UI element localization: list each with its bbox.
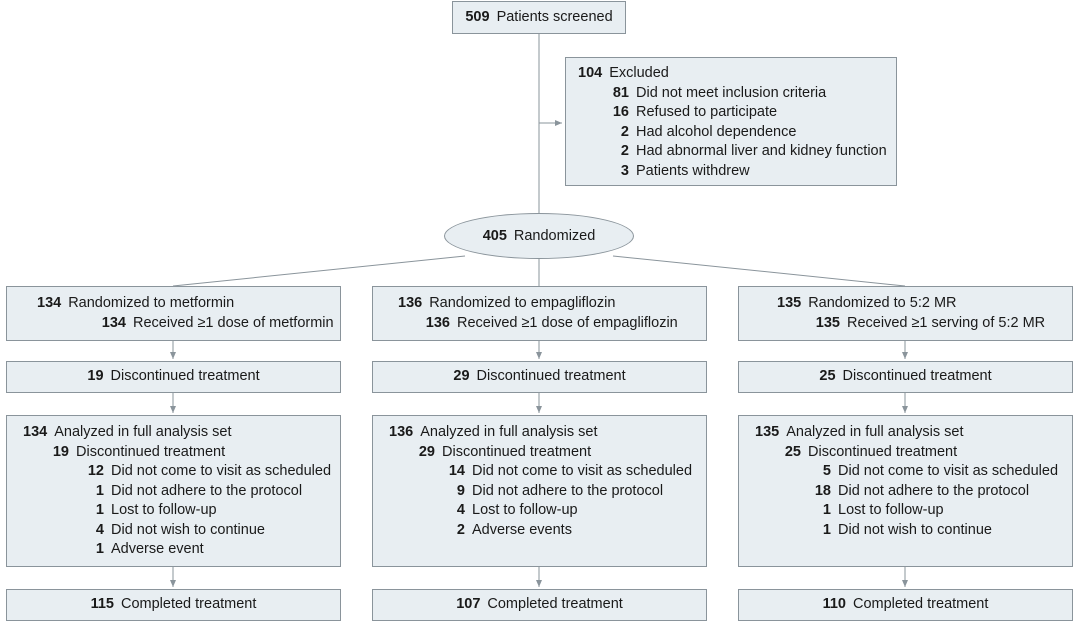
excluded-label: Excluded: [609, 65, 669, 81]
randomized-label: Randomized: [513, 228, 596, 244]
randomized-count: 405: [482, 228, 507, 244]
excluded-count: 104: [578, 65, 603, 81]
screened-box: 509 Patients screened: [452, 1, 626, 34]
screened-count: 509: [465, 8, 490, 25]
excluded-header: 104 Excluded: [578, 64, 896, 84]
screened-label: Patients screened: [496, 8, 613, 25]
randomized-oval: 405 Randomized: [444, 213, 634, 259]
